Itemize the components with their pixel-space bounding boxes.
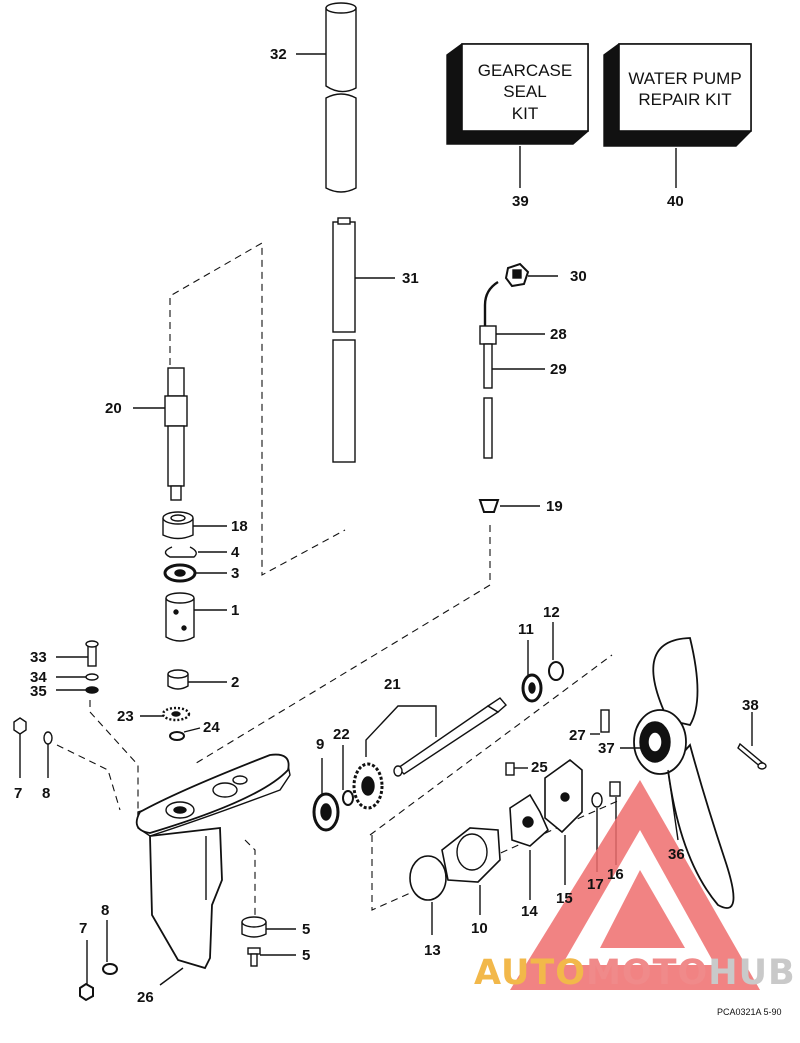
propeller-part: [620, 637, 735, 909]
callout-34: 34: [30, 669, 47, 686]
callout-37: 37: [598, 740, 615, 757]
callout-36: 36: [668, 846, 685, 863]
watermark-moto: MOTO: [586, 953, 709, 993]
callout-8-top: 8: [42, 785, 51, 802]
callout-10: 10: [471, 920, 488, 937]
callout-23: 23: [117, 708, 134, 725]
callout-29: 29: [550, 361, 567, 378]
water-tube-and-grommet-parts: [478, 262, 558, 513]
callout-38: 38: [742, 697, 759, 714]
callout-14: 14: [521, 903, 538, 920]
callout-2: 2: [231, 674, 240, 691]
nut-washer-left-parts: [13, 717, 53, 778]
water-pump-repair-kit-label: WATER PUMP REPAIR KIT: [628, 69, 742, 110]
callout-11: 11: [518, 621, 534, 638]
watermark-hub: HUB: [708, 953, 796, 993]
callout-19: 19: [546, 498, 563, 515]
water-pump-parts: [409, 758, 583, 935]
callout-16: 16: [607, 866, 624, 883]
water-pump-repair-kit-box: [603, 43, 752, 188]
callout-33: 33: [30, 649, 47, 666]
callout-17: 17: [587, 876, 604, 893]
callout-7-top: 7: [14, 785, 23, 802]
drawing-code: PCA0321A 5-90: [717, 1007, 782, 1017]
callout-27: 27: [569, 727, 586, 744]
nut-washer-bottom-parts: [79, 920, 118, 1002]
watermark-triangle-logo: [510, 780, 760, 990]
bolt-and-washers-parts: [56, 640, 99, 694]
callout-13: 13: [424, 942, 441, 959]
callout-15: 15: [556, 890, 573, 907]
bushing-and-screw-parts: [241, 916, 296, 967]
watermark-text: AUTOMOTOHUB: [474, 956, 796, 991]
water-tube-part: [296, 2, 357, 193]
gearcase-seal-kit-box: [446, 43, 589, 188]
callout-39: 39: [512, 193, 529, 210]
callout-20: 20: [105, 400, 122, 417]
callout-5-bottom: 5: [302, 947, 311, 964]
forward-gear-part: [312, 745, 384, 832]
callout-32: 32: [270, 46, 287, 63]
reverse-gear-bearing-parts: [521, 622, 564, 703]
callout-40: 40: [667, 193, 684, 210]
callout-22: 22: [333, 726, 350, 743]
drive-shaft-part: [133, 367, 188, 501]
callout-31: 31: [402, 270, 419, 287]
pinion-gear-part: [140, 706, 201, 741]
watermark-auto: AUTO: [474, 953, 587, 993]
callout-5-top: 5: [302, 921, 311, 938]
callout-4: 4: [231, 544, 240, 561]
callout-18: 18: [231, 518, 248, 535]
callout-1: 1: [231, 602, 240, 619]
callout-9: 9: [316, 736, 325, 753]
callout-25: 25: [531, 759, 548, 776]
callout-12: 12: [543, 604, 560, 621]
callout-35: 35: [30, 683, 47, 700]
callout-8-bottom: 8: [101, 902, 110, 919]
callout-28: 28: [550, 326, 567, 343]
drive-shaft-tube-part: [332, 217, 395, 463]
gearcase-housing-part: [135, 753, 291, 986]
callout-30: 30: [570, 268, 587, 285]
callout-7-bottom: 7: [79, 920, 88, 937]
gearcase-seal-kit-label: GEARCASE SEAL KIT: [477, 61, 573, 123]
cotter-pin-part: [737, 712, 767, 770]
propeller-shaft-part: [365, 697, 507, 777]
callout-21: 21: [384, 676, 401, 693]
callout-3: 3: [231, 565, 240, 582]
callout-26: 26: [137, 989, 154, 1006]
callout-24: 24: [203, 719, 220, 736]
bearing-stack-parts: [162, 511, 227, 690]
